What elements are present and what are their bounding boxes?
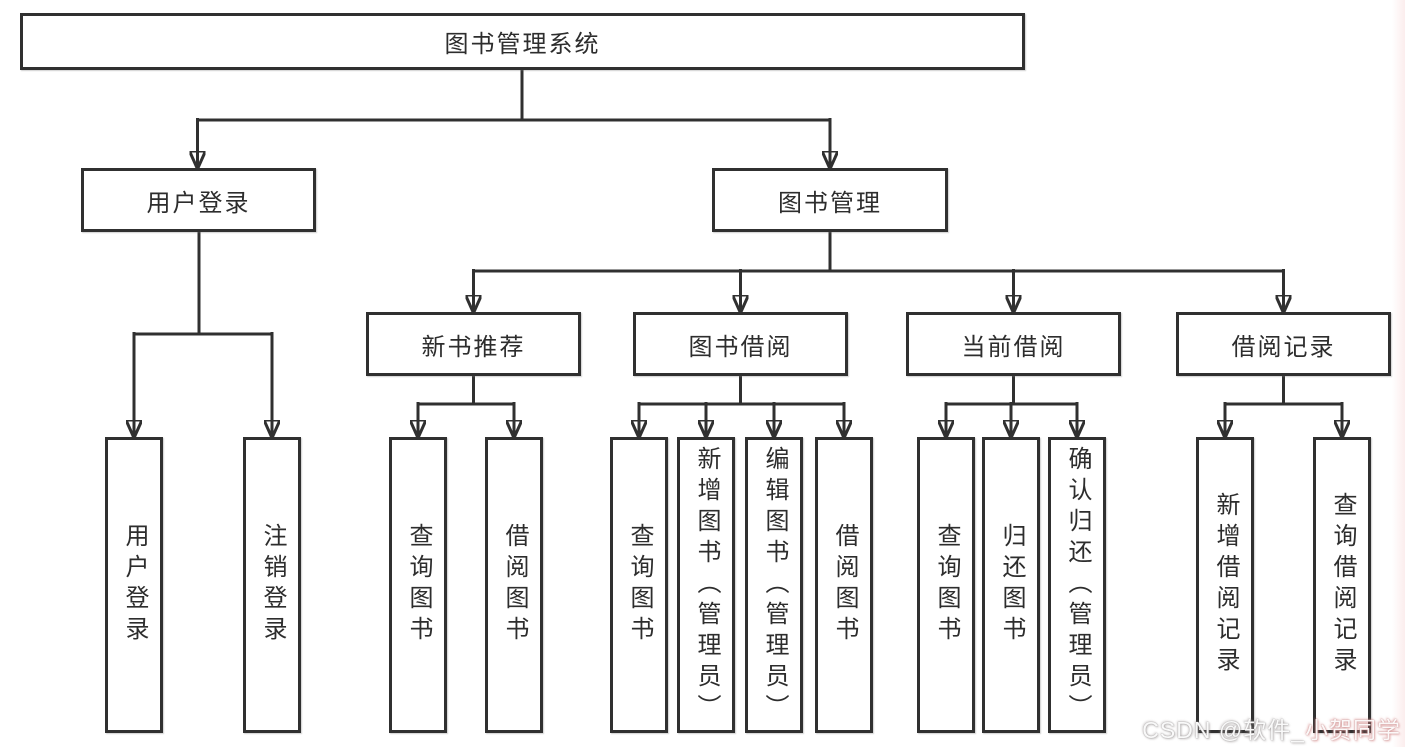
node-new-book-recommend-label: 新书推荐 (421, 333, 526, 361)
leaf-cb-confirm-return-admin-label: 确认归还（管理员） (1064, 445, 1091, 725)
connector-new-book-recommend (418, 376, 514, 437)
node-current-borrow-label: 当前借阅 (961, 333, 1066, 361)
leaf-bb-query-books: 查询图书 (610, 437, 668, 733)
leaf-user-login: 用户登录 (105, 437, 163, 733)
node-user-login: 用户登录 (81, 168, 316, 232)
node-user-login-label: 用户登录 (146, 189, 251, 217)
leaf-br-add-record: 新增借阅记录 (1196, 437, 1254, 733)
node-book-management-label: 图书管理 (778, 189, 882, 217)
connector-user-login (134, 232, 272, 437)
leaf-bb-add-books-admin: 新增图书（管理员） (677, 437, 735, 733)
leaf-logout-label: 注销登录 (259, 523, 286, 647)
leaf-bb-edit-books-admin-label: 编辑图书（管理员） (761, 445, 788, 725)
node-book-borrow-label: 图书借阅 (688, 333, 793, 361)
node-current-borrow: 当前借阅 (906, 312, 1121, 376)
connector-borrow-records (1225, 376, 1342, 437)
leaf-nbr-borrow-books: 借阅图书 (485, 437, 543, 733)
node-root: 图书管理系统 (20, 13, 1025, 70)
leaf-bb-edit-books-admin: 编辑图书（管理员） (745, 437, 803, 733)
leaf-cb-return-books-label: 归还图书 (998, 523, 1025, 647)
leaf-logout: 注销登录 (243, 437, 301, 733)
leaf-cb-query-books-label: 查询图书 (933, 523, 960, 647)
node-new-book-recommend: 新书推荐 (366, 312, 581, 376)
leaf-cb-query-books: 查询图书 (917, 437, 975, 733)
node-book-management: 图书管理 (712, 168, 948, 232)
node-book-borrow: 图书借阅 (633, 312, 848, 376)
node-borrow-records-label: 借阅记录 (1231, 333, 1336, 361)
connector-book-borrow (639, 376, 844, 437)
pink-edge-tint (1392, 0, 1405, 747)
leaf-user-login-label: 用户登录 (121, 523, 148, 647)
leaf-nbr-query-books-label: 查询图书 (405, 523, 432, 647)
leaf-bb-query-books-label: 查询图书 (626, 523, 653, 647)
leaf-cb-confirm-return-admin: 确认归还（管理员） (1048, 437, 1106, 733)
leaf-br-query-record: 查询借阅记录 (1313, 437, 1371, 733)
leaf-bb-borrow-books: 借阅图书 (815, 437, 873, 733)
node-root-label: 图书管理系统 (444, 31, 601, 58)
leaf-bb-borrow-books-label: 借阅图书 (831, 523, 858, 647)
leaf-nbr-borrow-books-label: 借阅图书 (501, 523, 528, 647)
leaf-bb-add-books-admin-label: 新增图书（管理员） (693, 445, 720, 725)
leaf-cb-return-books: 归还图书 (982, 437, 1040, 733)
leaf-nbr-query-books: 查询图书 (389, 437, 447, 733)
csdn-watermark-prefix: CSDN @软件_ (1142, 717, 1305, 743)
leaf-br-add-record-label: 新增借阅记录 (1212, 492, 1239, 678)
connector-current-borrow (946, 376, 1077, 437)
node-borrow-records: 借阅记录 (1176, 312, 1391, 376)
csdn-watermark: CSDN @软件_小贺同学 (1142, 711, 1401, 745)
leaf-br-query-record-label: 查询借阅记录 (1329, 492, 1356, 678)
connector-book-management (474, 232, 1284, 312)
csdn-watermark-suffix: 小贺同学 (1305, 717, 1401, 743)
connector-root (198, 70, 831, 168)
